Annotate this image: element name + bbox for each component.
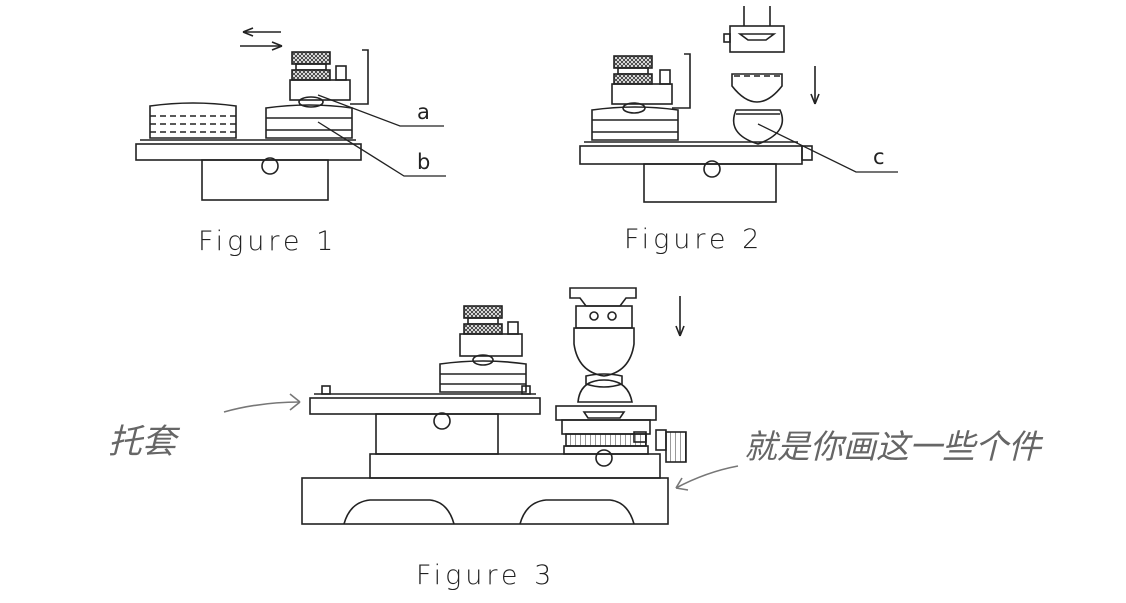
fig2-down-arrow-icon xyxy=(810,66,820,105)
fig1-right-drum xyxy=(265,104,353,139)
fig1-screw xyxy=(261,157,279,175)
fig1-left-drum xyxy=(149,102,237,139)
fig2-upper-cup xyxy=(731,73,783,103)
fig2-base-block xyxy=(643,163,777,203)
pencil-arrow-right-icon xyxy=(675,465,739,491)
figure-3-drawing xyxy=(301,287,687,525)
fig2-screw xyxy=(703,160,721,178)
pencil-arrow-left-icon xyxy=(223,393,301,413)
figure-1-caption: Figure 1 xyxy=(198,226,338,257)
fig3-drum xyxy=(439,360,527,393)
figure-2-caption: Figure 2 xyxy=(624,224,764,255)
fig3-screw-right xyxy=(595,449,613,467)
label-c: c xyxy=(873,145,885,169)
fig3-screw-left xyxy=(433,412,451,430)
figure-2-drawing xyxy=(579,6,898,203)
fig3-cup xyxy=(573,327,635,377)
fig1-knob-bottom xyxy=(291,69,331,81)
fig3-plate xyxy=(309,397,541,415)
figure-1-drawing xyxy=(135,27,446,201)
left-arrow-icon xyxy=(242,27,281,37)
fig3-pin xyxy=(633,431,647,443)
fig3-holder-assembly xyxy=(459,305,523,366)
fig1-leader-a xyxy=(317,94,444,127)
fig3-top-fixture xyxy=(569,287,637,329)
fig2-drum xyxy=(591,106,679,141)
fig1-base-block xyxy=(201,159,329,201)
fig2-top-fixture xyxy=(723,6,785,53)
right-arrow-icon xyxy=(240,41,283,51)
figure-3-caption: Figure 3 xyxy=(416,560,556,591)
label-a: a xyxy=(417,100,430,124)
fig3-middle-block xyxy=(369,453,661,479)
fig1-plate xyxy=(135,143,362,161)
fig1-leader-b xyxy=(317,121,446,177)
fig3-left-column xyxy=(375,413,499,455)
fig2-leader-c xyxy=(757,123,898,173)
fig3-sphere xyxy=(577,379,633,403)
handwritten-note-left: 托套 xyxy=(108,422,176,462)
fig2-lower-cup xyxy=(732,109,784,145)
label-b: b xyxy=(417,150,431,174)
fig2-holder-assembly xyxy=(611,53,691,114)
fig1-knob-top xyxy=(291,51,331,65)
fig3-side-knob xyxy=(665,431,687,463)
fig2-plate xyxy=(579,145,803,165)
handwritten-note-right: 就是你画这一些个件 xyxy=(744,427,1041,466)
fig3-down-arrow-icon xyxy=(675,296,685,337)
fig1-holder-assembly xyxy=(289,49,369,108)
